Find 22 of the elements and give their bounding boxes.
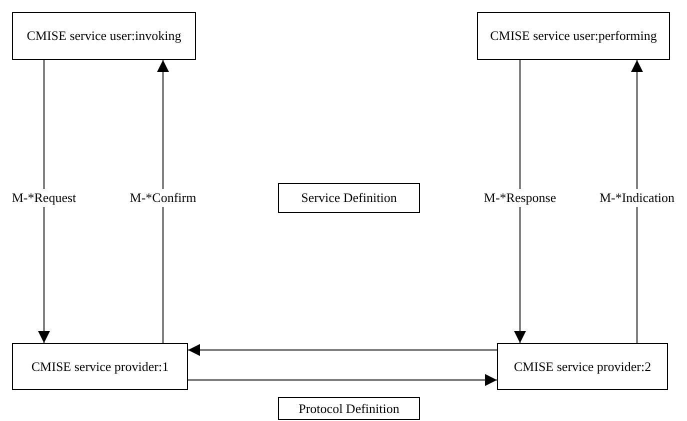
edge-label: M-*Response (484, 189, 556, 207)
node-label: Service Definition (301, 190, 397, 206)
node-label: Protocol Definition (298, 400, 400, 416)
node-label: CMISE service provider:2 (514, 358, 652, 374)
text-box (278, 397, 420, 420)
text-box (12, 12, 196, 60)
edge-label: M-*Request (12, 189, 76, 207)
text-box (477, 12, 670, 60)
arrow (188, 374, 498, 386)
arrow (631, 60, 643, 344)
arrow (157, 60, 169, 344)
text-box (12, 343, 188, 390)
arrow (38, 60, 50, 344)
text-box (278, 183, 420, 213)
text-box (497, 343, 668, 390)
edge-label: M-*Confirm (130, 189, 196, 207)
node-label: CMISE service user:invoking (26, 28, 182, 44)
arrow (514, 60, 526, 344)
node-label: CMISE service provider:1 (31, 358, 169, 374)
arrow (188, 344, 498, 356)
edge-label: M-*Indication (599, 189, 675, 207)
node-label: CMISE service user:performing (490, 28, 657, 44)
